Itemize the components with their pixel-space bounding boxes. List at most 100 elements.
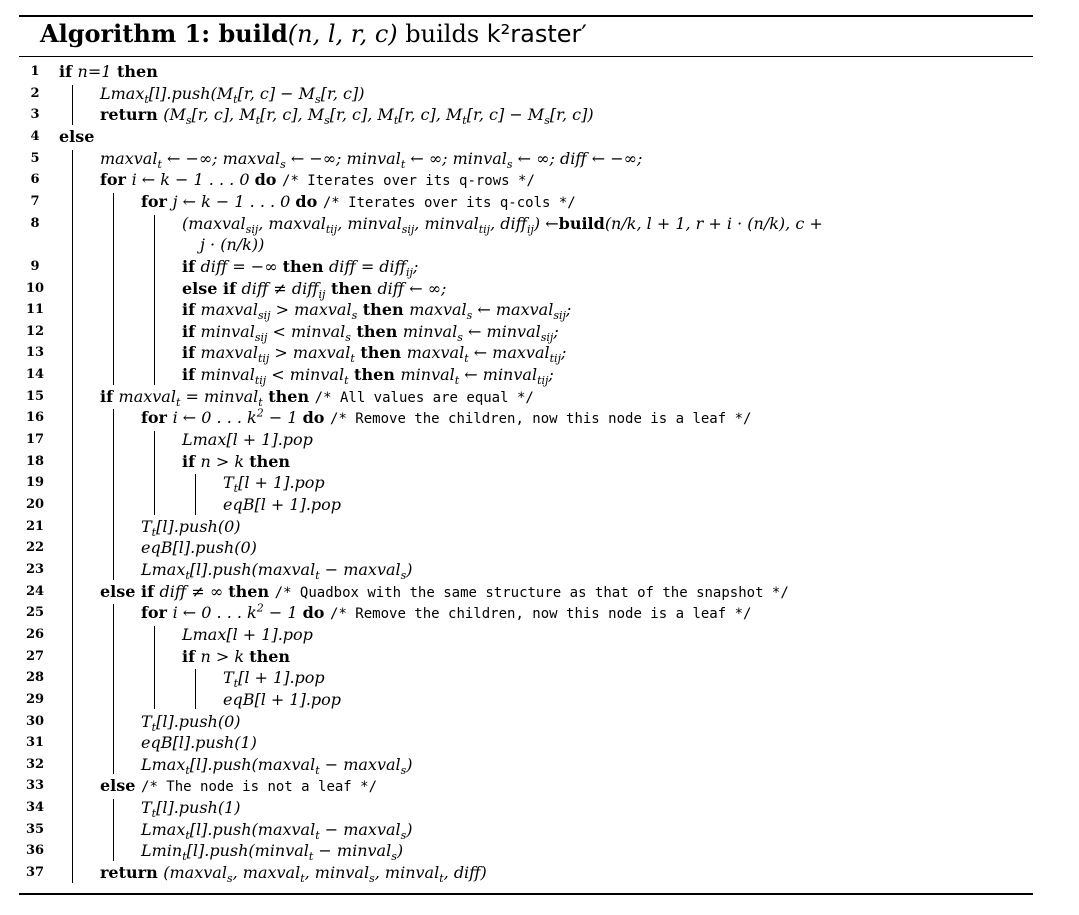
math-text: t <box>315 569 320 583</box>
math-text: eqB[l + 1].pop <box>223 495 342 514</box>
keyword: do <box>302 603 331 623</box>
math-text: t <box>233 677 239 691</box>
math-text: n > k <box>200 451 250 471</box>
line-number: 18 <box>25 453 45 469</box>
math-text: s <box>226 872 233 886</box>
block-guide-line <box>113 799 114 862</box>
math-text: i ← 0 . . . k <box>172 408 257 428</box>
keyword: for <box>141 603 173 623</box>
math-text: T <box>141 711 152 731</box>
math-text: i ← k − 1 . . . 0 <box>131 170 255 190</box>
title-text: builds <box>397 20 487 48</box>
line-number: 14 <box>25 367 45 383</box>
code-line: 23 Lmaxt[l].push(maxvalt − maxvals) <box>0 559 1079 583</box>
math-text: ← minval <box>459 365 538 385</box>
math-text: eqB[l].push(1) <box>141 733 257 753</box>
line-code: Lmax[l + 1].pop <box>182 429 313 450</box>
math-text: sij <box>553 309 566 323</box>
code-line: 8(maxvalsij, maxvaltij, minvalsij, minva… <box>0 213 1079 236</box>
line-number: 37 <box>25 865 45 881</box>
block-guide-line <box>113 409 114 580</box>
math-text: Lmax[l + 1].pop <box>182 430 313 450</box>
math-text: ij <box>406 266 413 280</box>
line-number: 24 <box>25 583 45 599</box>
block-guide-line <box>72 84 73 125</box>
math-text: ; <box>412 256 419 276</box>
math-text: s <box>185 114 192 128</box>
math-text: diff = diff <box>329 256 406 276</box>
line-number: 10 <box>25 280 45 296</box>
math-text: s <box>315 92 321 106</box>
math-text: − 1 <box>263 603 303 623</box>
line-number: 26 <box>25 626 45 642</box>
line-code: eqB[l + 1].pop <box>223 689 341 710</box>
math-text: [l].push(M <box>148 83 234 103</box>
math-text: diff ≠ diff <box>241 278 319 298</box>
line-code: Lmaxt[l].push(maxvalt − maxvals) <box>141 754 413 776</box>
math-text: < minval <box>266 365 345 385</box>
math-text: [l].push(1) <box>156 798 241 818</box>
keyword: do <box>302 408 331 428</box>
math-text: T <box>141 798 152 818</box>
math-text: , minval <box>337 213 402 233</box>
keyword: for <box>100 170 132 190</box>
line-number: 28 <box>25 670 45 686</box>
line-number: 21 <box>25 518 45 534</box>
math-text: t <box>151 720 157 734</box>
math-text: s <box>369 872 375 886</box>
line-code: if n > k then <box>182 646 290 667</box>
keyword: if <box>182 256 201 276</box>
math-text: Lmax[l + 1].pop <box>182 624 313 644</box>
keyword: then <box>348 365 401 385</box>
math-text: T <box>223 473 234 493</box>
math-text: t <box>157 157 162 171</box>
math-text: Lmax <box>141 754 186 774</box>
keyword: then <box>357 300 410 320</box>
math-text: t <box>315 828 320 842</box>
line-number: 23 <box>25 561 45 577</box>
math-text: minval <box>200 321 255 341</box>
keyword: if <box>182 365 201 385</box>
math-text: sij <box>245 222 259 236</box>
line-code: Lmaxt[l].push(maxvalt − maxvals) <box>141 819 413 842</box>
keyword: if <box>182 300 201 320</box>
math-text: ← maxval <box>468 343 550 363</box>
line-code: eqB[l].push(0) <box>141 537 257 558</box>
math-text: t <box>464 352 469 366</box>
line-code: return (maxvals, maxvalt, minvals, minva… <box>100 862 487 886</box>
math-text: , minval <box>414 213 479 233</box>
math-text: [l].push(maxval <box>189 559 316 579</box>
line-code: (maxvalsij, maxvaltij, minvalsij, minval… <box>182 213 823 236</box>
math-text: > maxval <box>269 343 351 363</box>
math-text: s <box>391 850 397 864</box>
math-text: [r, c]) <box>549 105 594 125</box>
math-text: [l + 1].pop <box>238 668 325 688</box>
math-text: , maxval <box>258 213 326 233</box>
math-text: t <box>144 92 149 106</box>
line-code: Lmaxt[l].push(Mt[r, c] − Ms[r, c]) <box>100 83 364 106</box>
math-text: ; <box>565 300 572 320</box>
math-text: t <box>439 872 444 886</box>
line-code: Tt[l].push(0) <box>141 711 241 734</box>
comment: /* Quadbox with the same structure as th… <box>274 584 789 601</box>
line-code: if diff = −∞ then diff = diffij; <box>182 256 419 280</box>
line-code: Tt[l].push(0) <box>141 516 241 538</box>
math-text: tij <box>549 352 561 366</box>
line-code: for i ← k − 1 . . . 0 do /* Iterates ove… <box>100 169 535 192</box>
line-number: 20 <box>25 497 45 512</box>
math-text: ; <box>548 365 554 385</box>
keyword: do <box>295 191 323 211</box>
line-code: else if diff ≠ diffij then diff ← ∞; <box>182 278 446 300</box>
line-code: Lmaxt[l].push(maxvalt − maxvals) <box>141 559 413 583</box>
math-text: s <box>351 309 358 323</box>
line-number: 12 <box>25 323 45 339</box>
